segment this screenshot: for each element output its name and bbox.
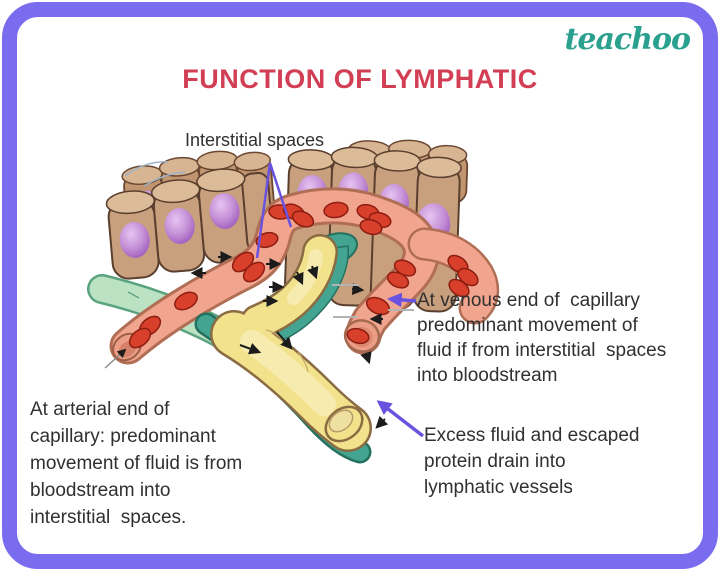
excess-fluid-arrow-icon xyxy=(376,400,425,438)
annotation-pointers xyxy=(255,162,425,438)
leader-lines xyxy=(332,284,414,318)
label-venous-end: At venous end of capillary predominant m… xyxy=(417,290,667,386)
label-arterial-end: At arterial end of capillary: predominan… xyxy=(30,399,243,528)
venous-arrow-icon xyxy=(387,292,417,308)
tissue-cells-left-icon xyxy=(105,150,276,280)
tissue-front-row xyxy=(105,168,275,280)
cell-nucleus xyxy=(164,208,195,244)
cilia-lines xyxy=(124,161,186,187)
interstitial-spaces-pointer-icon xyxy=(255,162,293,259)
page-title: FUNCTION OF LYMPHATIC xyxy=(182,64,538,94)
cell-nucleus xyxy=(119,222,150,258)
teachoo-logo: teachoo xyxy=(564,22,691,57)
label-interstitial-spaces: Interstitial spaces xyxy=(185,130,325,150)
cell-nucleus xyxy=(209,193,240,230)
label-excess-fluid: Excess fluid and escaped protein drain i… xyxy=(424,425,640,498)
fluid-flow-arrows-icon xyxy=(104,251,389,429)
arterial-flow-arrow xyxy=(104,348,127,369)
